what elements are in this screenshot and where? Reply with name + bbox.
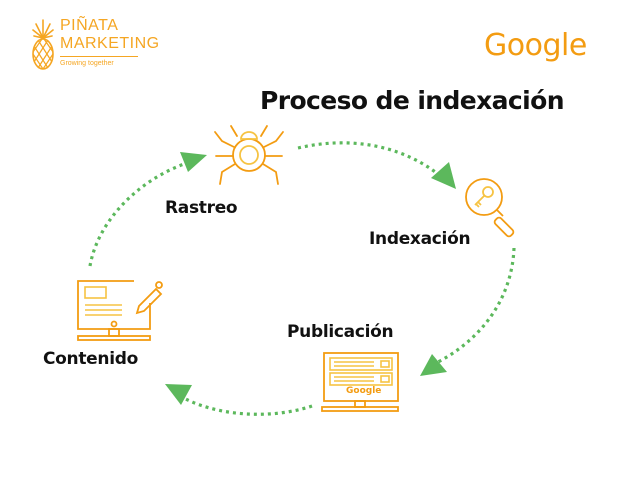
arrowhead-4 xyxy=(165,384,192,405)
google-logo: Google xyxy=(484,28,587,63)
arrow-indexacion-to-publicacion xyxy=(437,247,516,364)
brand-tagline: Growing together xyxy=(60,60,114,67)
arrowhead-2 xyxy=(431,162,456,189)
screen-google-text: Google xyxy=(346,386,382,396)
arrow-contenido-to-rastreo xyxy=(88,160,191,267)
arrowhead-1 xyxy=(180,152,207,172)
step-label-rastreo: Rastreo xyxy=(165,198,238,218)
step-label-publicacion: Publicación xyxy=(287,322,394,342)
step-label-indexacion: Indexación xyxy=(369,229,471,249)
diagram-title: Proceso de indexación xyxy=(260,86,565,115)
brand-name-line2: MARKETING xyxy=(60,35,160,52)
arrowhead-3 xyxy=(420,354,447,376)
step-label-contenido: Contenido xyxy=(43,349,138,369)
pineapple-icon xyxy=(32,19,54,70)
brand-underline xyxy=(60,56,138,57)
brand-logo: PIÑATA MARKETING Growing together xyxy=(30,16,159,74)
brand-name-line1: PIÑATA xyxy=(60,17,119,34)
arrow-publicacion-to-contenido xyxy=(179,394,313,416)
